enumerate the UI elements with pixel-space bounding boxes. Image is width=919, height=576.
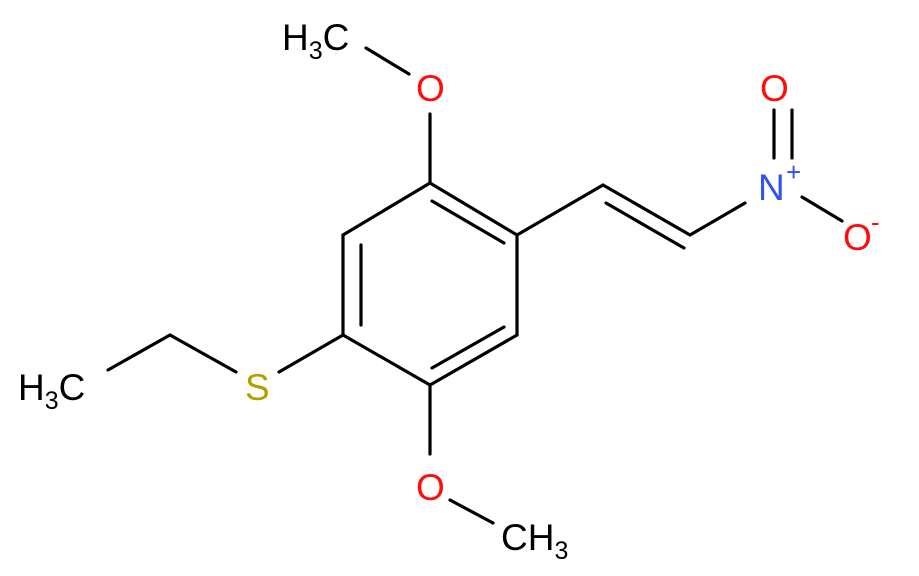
oxygen-top-label: O xyxy=(416,68,445,109)
bond-oxygen-methyl-bottom xyxy=(448,498,495,525)
bonds xyxy=(106,46,844,525)
ring-bond-1 xyxy=(428,181,519,237)
bond-vinyl-double-inner xyxy=(604,201,686,250)
ring-bond-3 xyxy=(428,333,519,387)
bond-nitrogen-oxygen-right xyxy=(800,195,844,223)
atom-labels: H3C O O N + O - S H3C O CH3 xyxy=(18,17,880,565)
ring-bond-3-inner xyxy=(430,325,506,370)
nitrogen-charge: + xyxy=(786,157,801,187)
oxygen-nitro-right-label: O xyxy=(843,217,872,258)
methyl-bottom-label: CH3 xyxy=(501,517,568,565)
bond-ring-sulfur xyxy=(277,333,345,374)
oxygen-nitro-right-charge: - xyxy=(871,207,880,237)
bond-ring-vinyl xyxy=(515,183,605,237)
bond-sulfur-ch2 xyxy=(168,333,238,374)
bond-ch2-ch3 xyxy=(106,333,172,372)
ring-bond-1-inner xyxy=(430,199,506,245)
oxygen-nitro-top-label: O xyxy=(760,68,789,109)
ring-bond-6 xyxy=(341,181,432,237)
nitrogen-label: N xyxy=(758,167,785,208)
sulfur-label: S xyxy=(245,367,270,408)
methyl-top-label: H3C xyxy=(282,17,349,65)
methyl-left-label: H3C xyxy=(18,367,85,415)
bond-vinyl-nitrogen xyxy=(688,201,747,237)
bond-oxygen-methyl-top xyxy=(364,46,411,76)
oxygen-bottom-label: O xyxy=(416,467,445,508)
bond-vinyl-double xyxy=(601,183,692,237)
ring-bond-4 xyxy=(341,333,432,387)
